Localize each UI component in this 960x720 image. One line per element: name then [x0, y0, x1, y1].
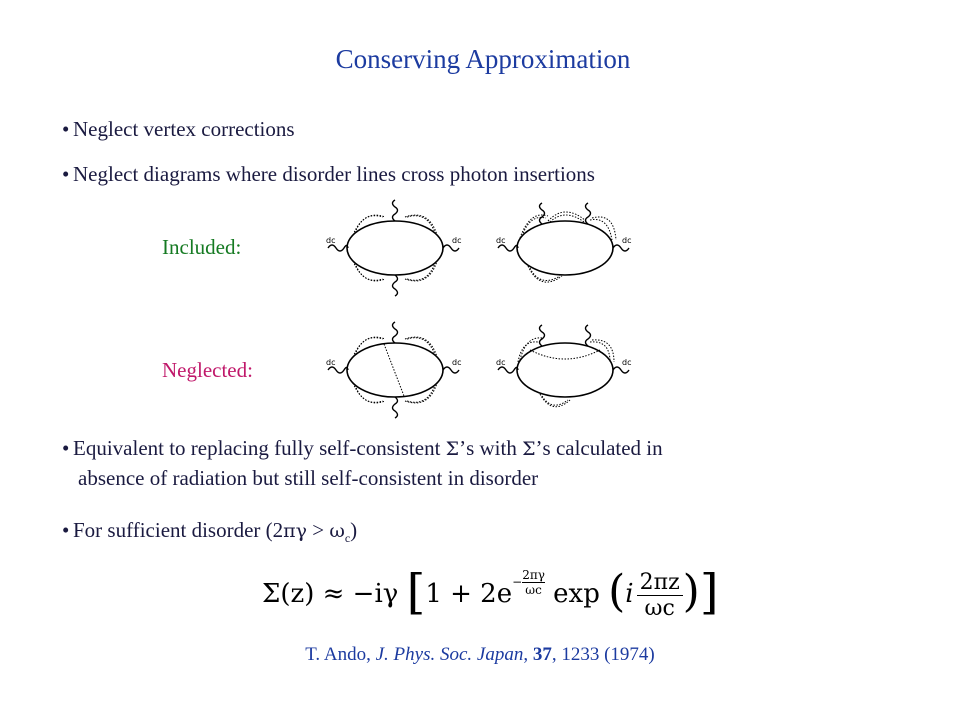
- left-paren: (: [608, 566, 626, 617]
- bullet-equivalent-continuation: absence of radiation but still self-cons…: [78, 466, 539, 490]
- vertex-label: dc: [496, 236, 505, 245]
- exponent-denominator: ωc: [525, 583, 542, 598]
- fraction-numerator: 2πz: [636, 570, 683, 596]
- citation-separator: ,: [523, 644, 533, 665]
- sigma-symbol: Σ: [445, 438, 460, 460]
- bullet-sufficient-disorder: •For sufficient disorder (2πγ > ωc): [62, 518, 357, 546]
- right-paren: ): [682, 566, 700, 617]
- left-bracket: [: [406, 564, 426, 620]
- bullet-neglect-vertex: •Neglect vertex corrections: [62, 117, 295, 142]
- formula-lhs: Σ(z) ≈ −iγ: [262, 579, 399, 609]
- feynman-diagram-neglected-2: dc dc: [496, 324, 631, 408]
- bullet-text: Neglect diagrams where disorder lines cr…: [73, 162, 595, 186]
- vertex-label: dc: [452, 358, 461, 367]
- right-bracket: ]: [699, 564, 719, 620]
- feynman-diagram-neglected-1: dc dc: [326, 321, 461, 419]
- citation-pages-year: , 1233 (1974): [551, 644, 655, 665]
- exponent-numerator: 2πγ: [522, 568, 545, 584]
- formula-one-plus: 1 + 2e: [425, 579, 513, 609]
- bullet-text: ’s with: [459, 436, 523, 460]
- bullet-dot: •: [62, 117, 70, 141]
- neglected-label: Neglected:: [162, 358, 253, 382]
- feynman-diagram-included-1: dc dc: [326, 199, 461, 297]
- bullet-dot: •: [62, 162, 70, 186]
- citation-author: T. Ando,: [305, 644, 376, 665]
- bullet-text: ): [350, 518, 358, 542]
- bullet-text: >: [307, 518, 330, 542]
- vertex-label: dc: [326, 358, 335, 367]
- vertex-label: dc: [622, 236, 631, 245]
- citation: T. Ando, J. Phys. Soc. Japan, 37, 1233 (…: [0, 644, 960, 666]
- pi-gamma-symbol: πγ: [283, 520, 307, 542]
- exp-function: exp: [553, 579, 600, 609]
- fraction-denominator: ωc: [644, 595, 675, 621]
- included-label: Included:: [162, 235, 242, 259]
- vertex-label: dc: [496, 358, 505, 367]
- vertex-label: dc: [326, 236, 335, 245]
- bullet-text: ’s calculated in: [535, 436, 663, 460]
- bullet-equivalent: •Equivalent to replacing fully self-cons…: [62, 436, 663, 461]
- citation-journal: J. Phys. Soc. Japan: [375, 644, 524, 665]
- slide-title: Conserving Approximation: [335, 44, 631, 74]
- imaginary-unit: i: [625, 579, 634, 609]
- bullet-dot: •: [62, 436, 70, 460]
- omega-symbol: ω: [329, 520, 345, 542]
- bullet-text: Neglect vertex corrections: [73, 117, 295, 141]
- bullet-dot: •: [62, 518, 70, 542]
- sigma-symbol: Σ: [522, 438, 536, 460]
- bullet-neglect-diagrams: •Neglect diagrams where disorder lines c…: [62, 162, 595, 187]
- omega-subscript: c: [344, 531, 351, 546]
- bullet-text: For sufficient disorder (2: [73, 518, 284, 542]
- citation-volume: 37: [532, 644, 552, 665]
- vertex-label: dc: [452, 236, 461, 245]
- bullet-text: Equivalent to replacing fully self-consi…: [73, 436, 446, 460]
- feynman-diagram-included-2: dc dc: [496, 202, 631, 283]
- vertex-label: dc: [622, 358, 631, 367]
